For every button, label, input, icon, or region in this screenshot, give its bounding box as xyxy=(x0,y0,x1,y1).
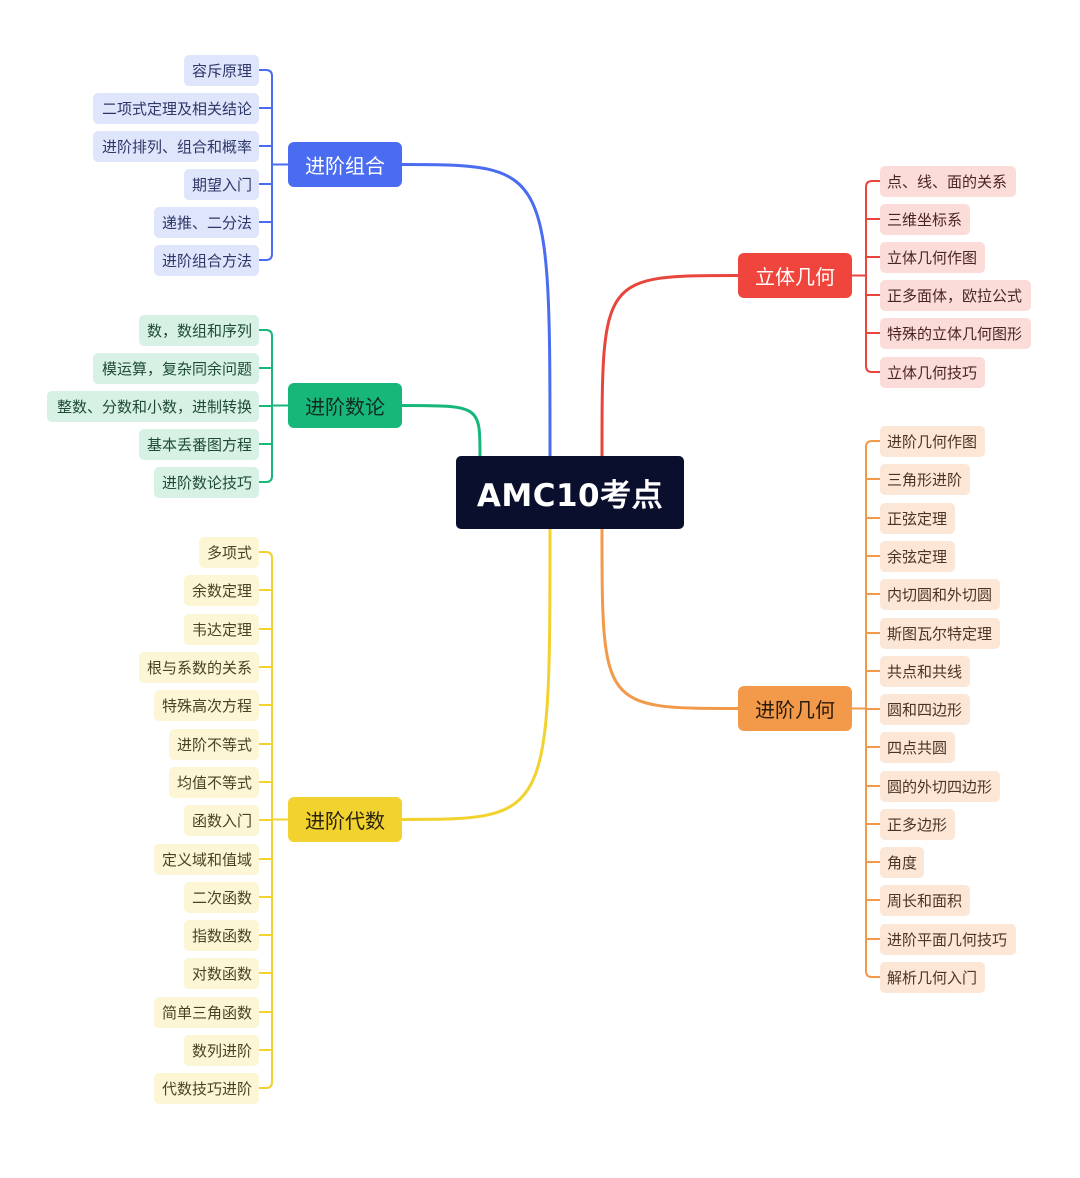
solid-geometry-topic[interactable]: 特殊的立体几何图形 xyxy=(880,317,1031,349)
algebra-topic[interactable]: 根与系数的关系 xyxy=(138,651,259,683)
combinatorics-topic[interactable]: 二项式定理及相关结论 xyxy=(93,92,259,124)
geometry-leaf-connector xyxy=(865,440,881,448)
geometry-topic[interactable]: 周长和面积 xyxy=(880,884,970,916)
number-theory-topic[interactable]: 数，数组和序列 xyxy=(138,314,259,346)
solid_geometry-leaf-connector xyxy=(865,365,881,373)
algebra-topic[interactable]: 多项式 xyxy=(199,536,259,568)
algebra-leaf-connector xyxy=(258,551,273,559)
geometry-topic[interactable]: 进阶平面几何技巧 xyxy=(880,923,1016,955)
combinatorics-topic[interactable]: 进阶排列、组合和概率 xyxy=(93,130,259,162)
branch-algebra[interactable]: 进阶代数 xyxy=(288,797,402,842)
algebra-main-connector xyxy=(400,527,552,821)
combinatorics-topic[interactable]: 进阶组合方法 xyxy=(153,244,259,276)
geometry-topic[interactable]: 共点和共线 xyxy=(880,655,970,687)
algebra-topic[interactable]: 函数入门 xyxy=(184,804,259,836)
solid-geometry-topic[interactable]: 正多面体，欧拉公式 xyxy=(880,279,1031,311)
algebra-topic[interactable]: 均值不等式 xyxy=(169,766,259,798)
solid-geometry-topic[interactable]: 立体几何作图 xyxy=(880,241,986,273)
branch-combinatorics[interactable]: 进阶组合 xyxy=(288,142,402,187)
geometry-main-connector xyxy=(600,527,740,710)
combinatorics-leaf-connector xyxy=(258,69,273,77)
geometry-topic[interactable]: 角度 xyxy=(880,846,925,878)
algebra-topic[interactable]: 对数函数 xyxy=(184,957,259,989)
solid_geometry-main-connector xyxy=(600,274,740,458)
number-theory-topic[interactable]: 基本丢番图方程 xyxy=(138,428,259,460)
combinatorics-topic[interactable]: 递推、二分法 xyxy=(153,206,259,238)
number-theory-topic[interactable]: 进阶数论技巧 xyxy=(153,466,259,498)
algebra-topic[interactable]: 定义域和值域 xyxy=(153,843,259,875)
algebra-leaf-connector xyxy=(258,1081,273,1089)
geometry-topic[interactable]: 余弦定理 xyxy=(880,540,955,572)
branch-solid-geometry[interactable]: 立体几何 xyxy=(738,253,852,298)
geometry-topic[interactable]: 正弦定理 xyxy=(880,502,955,534)
central-topic[interactable]: AMC10考点 xyxy=(456,456,684,529)
solid-geometry-topic[interactable]: 立体几何技巧 xyxy=(880,356,986,388)
geometry-topic[interactable]: 正多边形 xyxy=(880,808,955,840)
algebra-topic[interactable]: 指数函数 xyxy=(184,919,259,951)
geometry-topic[interactable]: 斯图瓦尔特定理 xyxy=(880,617,1001,649)
algebra-topic[interactable]: 余数定理 xyxy=(184,574,259,606)
combinatorics-topic[interactable]: 容斥原理 xyxy=(184,54,259,86)
algebra-topic[interactable]: 代数技巧进阶 xyxy=(153,1072,259,1104)
geometry-topic[interactable]: 解析几何入门 xyxy=(880,961,986,993)
geometry-topic[interactable]: 四点共圆 xyxy=(880,731,955,763)
geometry-topic[interactable]: 进阶几何作图 xyxy=(880,425,986,457)
geometry-topic[interactable]: 内切圆和外切圆 xyxy=(880,578,1001,610)
algebra-topic[interactable]: 进阶不等式 xyxy=(169,728,259,760)
geometry-topic[interactable]: 三角形进阶 xyxy=(880,463,970,495)
solid_geometry-leaf-connector xyxy=(865,180,881,188)
algebra-topic[interactable]: 特殊高次方程 xyxy=(153,689,259,721)
number_theory-leaf-connector xyxy=(258,475,273,483)
number_theory-main-connector xyxy=(400,404,482,458)
algebra-topic[interactable]: 韦达定理 xyxy=(184,613,259,645)
number-theory-topic[interactable]: 整数、分数和小数，进制转换 xyxy=(47,390,259,422)
combinatorics-topic[interactable]: 期望入门 xyxy=(184,168,259,200)
branch-number-theory[interactable]: 进阶数论 xyxy=(288,383,402,428)
combinatorics-main-connector xyxy=(400,163,552,458)
combinatorics-leaf-connector xyxy=(258,253,273,261)
solid-geometry-topic[interactable]: 点、线、面的关系 xyxy=(880,165,1016,197)
geometry-topic[interactable]: 圆的外切四边形 xyxy=(880,770,1001,802)
algebra-topic[interactable]: 二次函数 xyxy=(184,881,259,913)
solid-geometry-topic[interactable]: 三维坐标系 xyxy=(880,203,970,235)
algebra-topic[interactable]: 数列进阶 xyxy=(184,1034,259,1066)
number-theory-topic[interactable]: 模运算，复杂同余问题 xyxy=(93,352,259,384)
geometry-leaf-connector xyxy=(865,970,881,978)
geometry-topic[interactable]: 圆和四边形 xyxy=(880,693,970,725)
number_theory-leaf-connector xyxy=(258,329,273,337)
algebra-topic[interactable]: 简单三角函数 xyxy=(153,996,259,1028)
branch-geometry[interactable]: 进阶几何 xyxy=(738,686,852,731)
